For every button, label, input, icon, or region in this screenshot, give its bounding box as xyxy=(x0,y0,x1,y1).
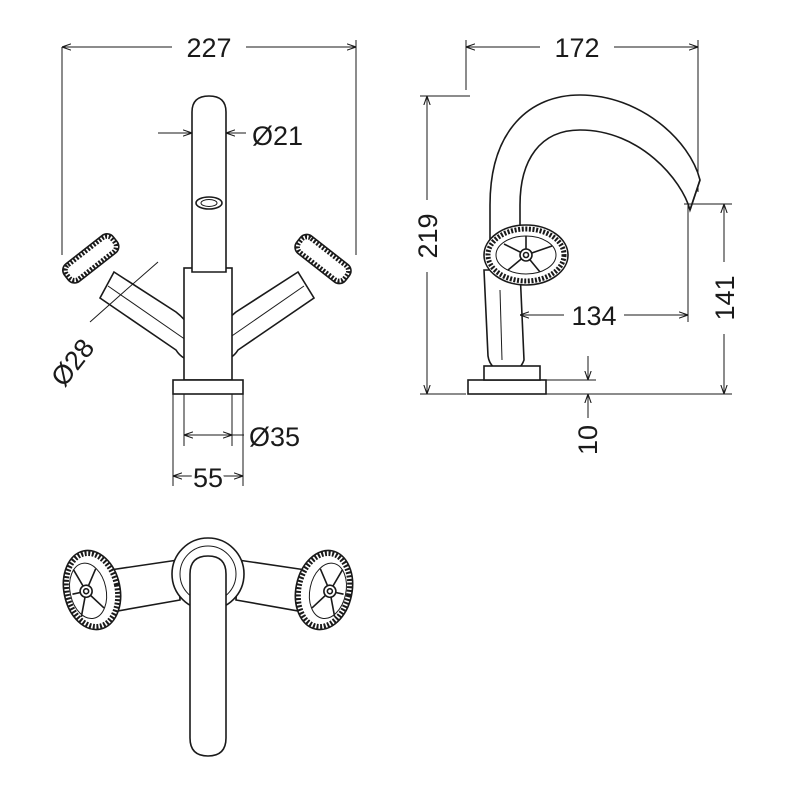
arm-highlight xyxy=(225,285,305,341)
dimension-base-width: 55 xyxy=(193,463,223,493)
front-view: 227 Ø21 Ø28 xyxy=(45,33,357,496)
spout-column xyxy=(191,95,227,273)
wheel-inner xyxy=(69,562,108,619)
dimension-spout-height: 141 xyxy=(710,275,740,320)
dimension-handle-diameter: Ø28 xyxy=(45,333,100,392)
dimension-spout-reach: 134 xyxy=(571,301,616,331)
top-right-wheel xyxy=(294,549,354,631)
side-base-collar xyxy=(483,365,541,381)
base-plate xyxy=(172,379,244,395)
wheel-hub-center xyxy=(326,587,334,595)
wheel-spokes xyxy=(72,568,105,617)
right-wheel xyxy=(294,233,352,285)
wheel-inner xyxy=(308,562,347,619)
wheel-knurl xyxy=(295,550,353,630)
dimension-side-depth: 172 xyxy=(554,33,599,63)
top-left-wheel xyxy=(62,549,122,631)
wheel-hub-center xyxy=(82,587,90,595)
top-view xyxy=(62,537,354,757)
spout-outlet xyxy=(195,196,223,210)
side-wheel xyxy=(483,224,569,286)
spout-outlet-inner xyxy=(200,199,218,207)
tap-body xyxy=(183,267,233,381)
dimension-overall-width: 227 xyxy=(186,33,231,63)
wheel-knurl xyxy=(62,233,119,284)
wheel-hub-center xyxy=(522,251,530,259)
wheel-knurl xyxy=(294,234,352,284)
dimension-spout-diameter: Ø21 xyxy=(252,121,303,151)
wheel-hub xyxy=(519,248,533,262)
wheel-knurl xyxy=(63,550,121,630)
wheel-hub xyxy=(79,584,93,599)
dimension-line xyxy=(89,289,127,323)
left-wheel xyxy=(62,233,120,284)
wheel-hub xyxy=(323,584,337,599)
top-spout xyxy=(189,555,227,757)
body-highlight xyxy=(499,289,503,361)
dimension-line xyxy=(125,261,159,291)
side-view: 172 219 141 xyxy=(413,33,740,455)
wheel-spokes xyxy=(311,568,344,617)
wheel-spokes xyxy=(503,236,553,273)
spout-tip xyxy=(689,179,701,211)
dimension-base-thickness: 10 xyxy=(573,425,603,455)
side-base-plate xyxy=(467,379,547,395)
dimension-base-diameter: Ø35 xyxy=(249,422,300,452)
wheel-knurl xyxy=(485,226,567,284)
dimension-overall-height: 219 xyxy=(413,213,443,258)
